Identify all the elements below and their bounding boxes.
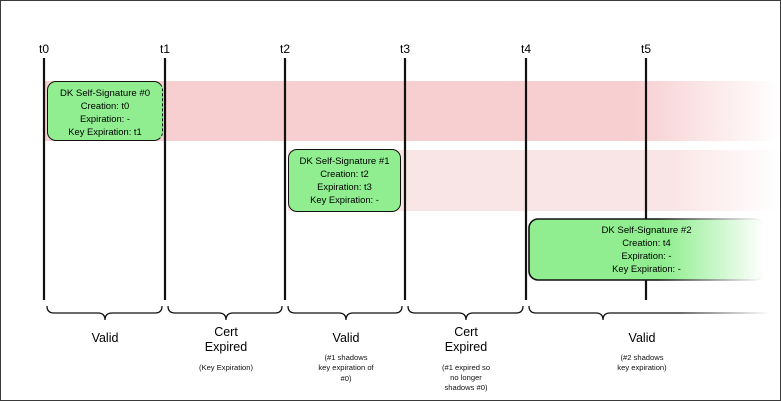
self-signature-2-expiration: Expiration: - [621, 250, 672, 262]
segment-valid-t4-end-main: Valid [628, 331, 656, 345]
self-signature-1-creation: Creation: t2 [320, 168, 369, 180]
axis-tick-label-t1: t1 [159, 42, 171, 56]
self-signature-2-creation: Creation: t4 [622, 237, 671, 249]
self-signature-0-expiration: Expiration: - [79, 113, 131, 125]
self-signature-0-title: DK Self-Signature #0 [59, 88, 151, 99]
self-signature-2-box-shape [528, 218, 765, 281]
self-signature-0-box: DK Self-Signature #0 Creation: t0 Expira… [47, 81, 163, 141]
brace-cert-expired-t3-t4 [407, 305, 524, 321]
brace-cert-expired-t1-t2 [167, 305, 283, 321]
self-signature-2-title: DK Self-Signature #2 [601, 225, 692, 236]
self-signature-0-creation: Creation: t0 [80, 100, 130, 112]
brace-valid-t4-end [528, 305, 770, 321]
axis-tick-label-t4: t4 [520, 42, 532, 56]
self-signature-1-box: DK Self-Signature #1 Creation: t2 Expira… [288, 149, 401, 212]
axis-tick-label-t2: t2 [279, 42, 291, 56]
axis-tick-label-t3: t3 [399, 42, 411, 56]
brace-valid-t2-t3 [287, 305, 403, 321]
self-signature-2-key-expiration: Key Expiration: - [612, 263, 681, 275]
self-signature-1-title: DK Self-Signature #1 [299, 156, 390, 167]
self-signature-1-key-expiration: Key Expiration: - [310, 194, 379, 206]
brace-valid-t0-t1 [46, 305, 163, 321]
axis-tick-label-t5: t5 [640, 42, 652, 56]
self-signature-0-key-expiration: Key Expiration: t1 [68, 126, 142, 138]
segment-cert-expired-t1-t2-sub: (Key Expiration) [198, 362, 254, 372]
axis-tick-label-t0: t0 [38, 42, 50, 56]
segment-valid-t0-t1: Valid [92, 331, 119, 353]
segment-valid-t0-t1-main: Valid [91, 331, 119, 345]
segment-braces [46, 305, 770, 321]
validity-band-signature-0 [44, 81, 781, 141]
self-signature-1-expiration: Expiration: t3 [317, 181, 372, 193]
segment-valid-t2-t3-main: Valid [332, 331, 360, 345]
self-signature-2-box: DK Self-Signature #2 Creation: t4 Expira… [529, 219, 764, 280]
